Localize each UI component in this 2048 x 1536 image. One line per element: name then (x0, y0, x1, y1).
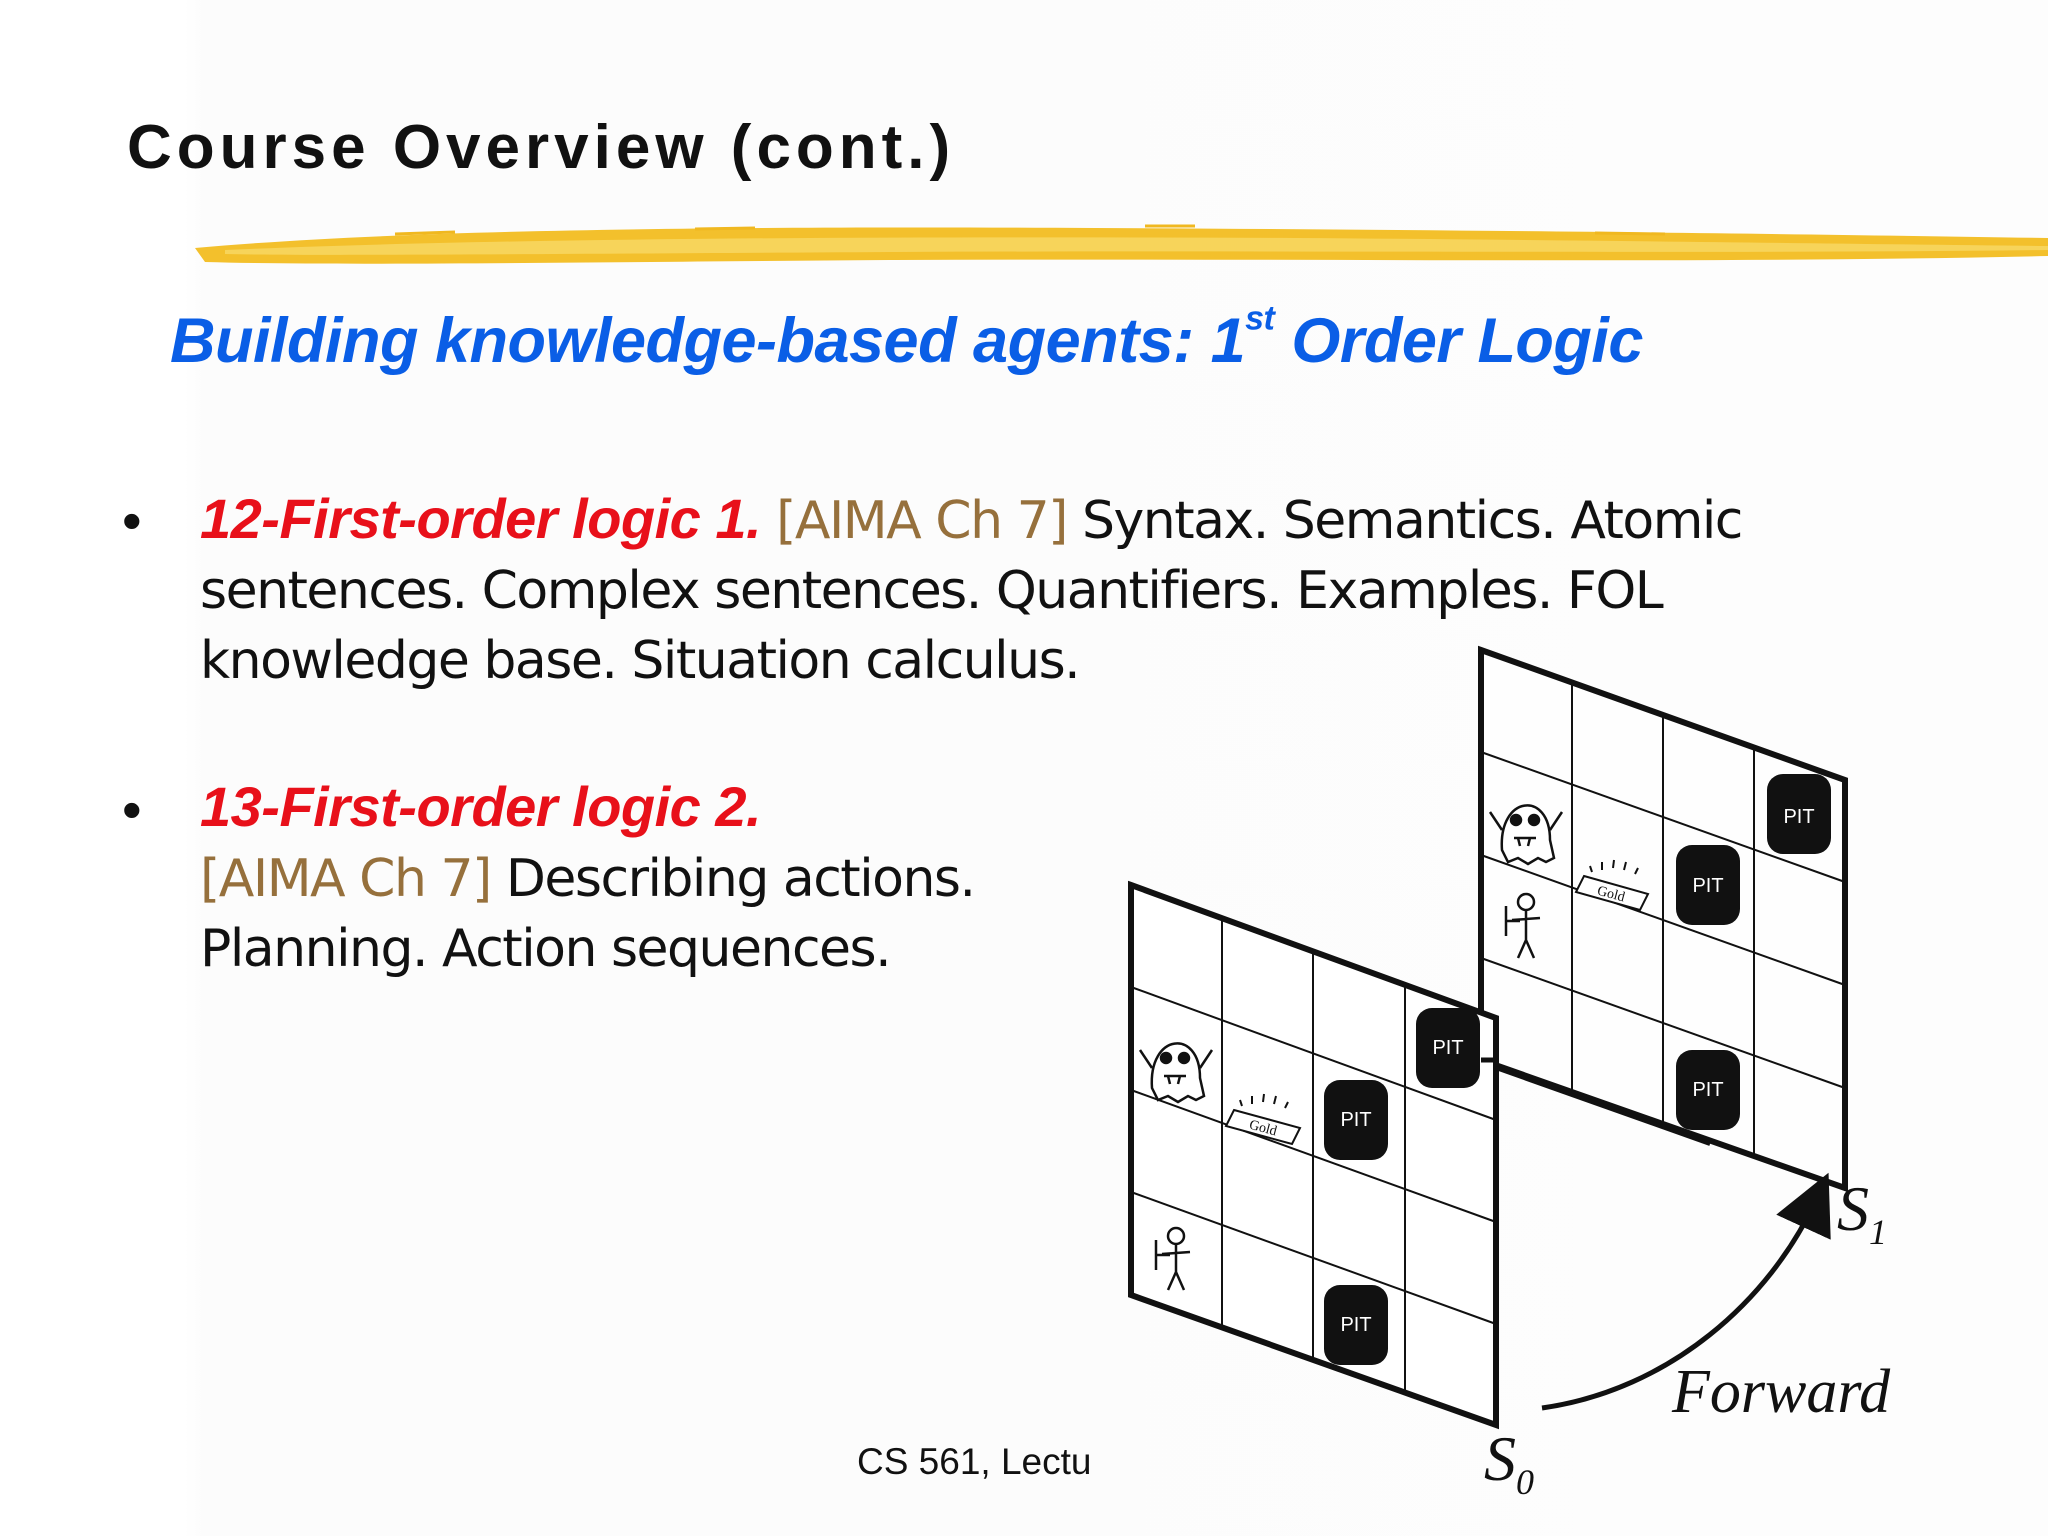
pit-icon: PIT (1324, 1080, 1388, 1160)
forward-arrow (1541, 1172, 1831, 1411)
label-s0: S0 (1484, 1423, 1534, 1502)
subtitle-text: Building knowledge-based agents: 1 (170, 306, 1246, 376)
bullet-reference: [AIMA Ch 7] (200, 849, 492, 909)
svg-text:PIT: PIT (1432, 1037, 1463, 1059)
pit-icon: PIT (1767, 774, 1831, 854)
situation-calculus-figure: PIT PIT PIT Gold (1128, 645, 1891, 1502)
title-underline-brushstroke (195, 224, 2048, 264)
agent-icon (1154, 1226, 1191, 1291)
svg-text:PIT: PIT (1692, 875, 1723, 897)
action-label-forward: Forward (1671, 1358, 1891, 1426)
grid-connector-line (1495, 1066, 1711, 1146)
subtitle-superscript: st (1245, 299, 1275, 338)
label-s1: S1 (1837, 1173, 1887, 1252)
bullet-item-1: 12-First-order logic 1. [AIMA Ch 7] Synt… (200, 484, 1743, 696)
svg-text:PIT: PIT (1340, 1314, 1371, 1336)
bullet-line: Planning. Action sequences. (200, 919, 892, 979)
bullet-line: Syntax. Semantics. Atomic (1081, 491, 1743, 551)
bullet-reference: [AIMA Ch 7] (776, 491, 1068, 551)
svg-text:Gold: Gold (1595, 884, 1626, 906)
subtitle-text-end: Order Logic (1274, 306, 1643, 376)
bullet-line: Describing actions. (505, 849, 976, 909)
bullet-marker: • (122, 489, 142, 552)
bullet-item-2: 13-First-order logic 2. [AIMA Ch 7] Desc… (200, 772, 976, 984)
pit-icon: PIT (1324, 1285, 1388, 1365)
bullet-line: knowledge base. Situation calculus. (200, 631, 1081, 691)
svg-text:PIT: PIT (1692, 1079, 1723, 1101)
slide-subtitle: Building knowledge-based agents: 1st Ord… (170, 302, 1643, 377)
bullet-topic: 13-First-order logic 2. (200, 775, 762, 838)
bullet-line: sentences. Complex sentences. Quantifier… (200, 561, 1664, 621)
pit-icon: PIT (1676, 1050, 1740, 1130)
bullet-marker: • (122, 778, 142, 841)
grid-s0 (1128, 880, 1499, 1430)
grid-s1 (1478, 645, 1848, 1193)
svg-text:PIT: PIT (1340, 1109, 1371, 1131)
pit-icon: PIT (1416, 1008, 1480, 1088)
svg-text:Gold: Gold (1247, 1118, 1278, 1140)
wumpus-icon (1138, 1042, 1214, 1104)
svg-text:PIT: PIT (1783, 806, 1814, 828)
gold-icon: Gold (1224, 1093, 1302, 1146)
gold-icon: Gold (1574, 859, 1650, 912)
agent-icon (1504, 892, 1541, 959)
pit-icon: PIT (1676, 845, 1740, 925)
slide-footer: CS 561, Lectu (857, 1441, 1092, 1482)
bullet-topic: 12-First-order logic 1. (200, 487, 762, 550)
wumpus-icon (1488, 804, 1564, 866)
slide-title: Course Overview (cont.) (127, 113, 956, 182)
